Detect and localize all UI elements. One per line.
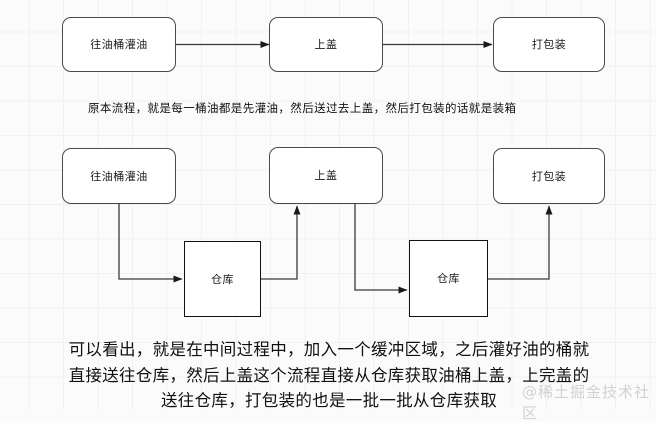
arrow-fill-to-warehouse1: [118, 204, 183, 283]
node-label: 往油桶灌油: [90, 38, 148, 51]
node-label: 上盖: [314, 38, 338, 51]
node-cap-on-row2[interactable]: 上盖: [269, 147, 383, 204]
node-label: 打包装: [531, 169, 567, 183]
node-warehouse-2[interactable]: 仓库: [409, 240, 488, 317]
watermark: @稀土掘金技术社区: [522, 383, 651, 422]
node-cap-on-row1[interactable]: 上盖: [269, 17, 383, 72]
node-label: 仓库: [211, 272, 234, 286]
node-label: 往油桶灌油: [90, 169, 148, 183]
node-label: 上盖: [314, 169, 338, 182]
node-fill-oil-row1[interactable]: 往油桶灌油: [62, 17, 176, 72]
node-warehouse-1[interactable]: 仓库: [184, 241, 261, 317]
node-packaging-row2[interactable]: 打包装: [493, 148, 605, 204]
caption-original-flow: 原本流程，就是每一桶油都是先灌油，然后送过去上盖，然后打包装的话就是装箱: [88, 101, 517, 115]
arrow-warehouse1-to-cap: [261, 205, 301, 280]
node-fill-oil-row2[interactable]: 往油桶灌油: [62, 148, 176, 204]
arrow-warehouse2-to-packaging: [488, 205, 553, 280]
caption-buffered-flow: 可以看出，就是在中间过程中，加入一个缓冲区域，之后灌好油的桶就直接送往仓库，然后…: [68, 340, 590, 411]
node-label: 打包装: [531, 38, 567, 51]
node-packaging-row1[interactable]: 打包装: [493, 17, 605, 72]
node-label: 仓库: [437, 272, 460, 285]
arrow-cap-to-warehouse2: [354, 204, 408, 294]
